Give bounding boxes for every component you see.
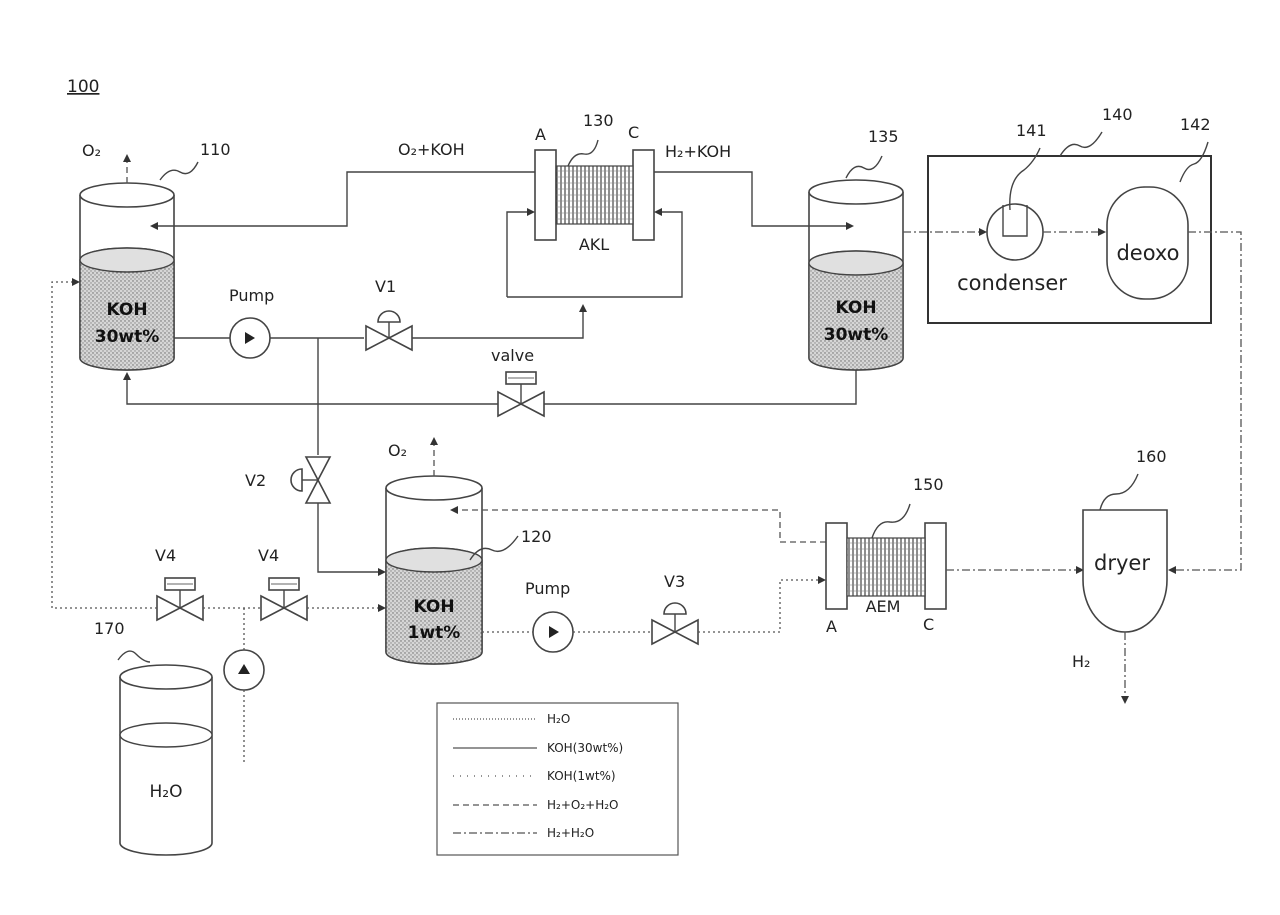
tank-120-line1: KOH	[413, 597, 454, 617]
pump-2	[533, 612, 573, 652]
ref-135: 135	[868, 127, 899, 146]
cathode-label-130: C	[628, 123, 639, 142]
o2-label-tank1: O₂	[82, 141, 101, 160]
deoxo-label: deoxo	[1116, 241, 1179, 265]
ref-110: 110	[200, 140, 231, 159]
ref-120: 120	[521, 527, 552, 546]
v2-label: V2	[245, 471, 266, 490]
pump-1-label: Pump	[229, 286, 274, 305]
cathode-label-150: C	[923, 615, 934, 634]
h2-out-label: H₂	[1072, 652, 1090, 671]
legend-label-h2-h2o: H₂+H₂O	[547, 826, 594, 840]
h2-koh-label: H₂+KOH	[665, 142, 731, 161]
tank-110-line2: 30wt%	[95, 327, 160, 347]
pump-2-label: Pump	[525, 579, 570, 598]
ref-140: 140	[1102, 105, 1133, 124]
akl-label: AKL	[579, 235, 609, 254]
v3-label: V3	[664, 572, 685, 591]
aem-label: AEM	[866, 597, 901, 616]
valve-v4-right	[261, 578, 307, 620]
anode-label-130: A	[535, 125, 546, 144]
water-tank-170	[120, 665, 212, 855]
legend: H₂O KOH(30wt%) KOH(1wt%) H₂+O₂+H₂O H₂+H₂…	[437, 703, 678, 855]
tank-110: KOH 30wt%	[80, 183, 174, 370]
o2-koh-label: O₂+KOH	[398, 140, 465, 159]
tank-135-line1: KOH	[835, 298, 876, 318]
tank-110-line1: KOH	[106, 300, 147, 320]
anode-label-150: A	[826, 617, 837, 636]
tank-135-line2: 30wt%	[824, 325, 889, 345]
water-label: H₂O	[150, 782, 183, 802]
valve-bottom	[498, 372, 544, 416]
valve-v3	[652, 603, 698, 644]
ref-142: 142	[1180, 115, 1211, 134]
legend-label-h2-o2-h2o: H₂+O₂+H₂O	[547, 798, 618, 812]
ref-141: 141	[1016, 121, 1047, 140]
o2-label-tank2: O₂	[388, 441, 407, 460]
stack-130-akl	[535, 150, 654, 240]
tank-120: KOH 1wt%	[386, 476, 482, 664]
legend-label-koh30: KOH(30wt%)	[547, 741, 623, 755]
tank-120-line2: 1wt%	[408, 623, 461, 643]
condenser-label: condenser	[957, 271, 1067, 295]
dryer-label: dryer	[1094, 551, 1150, 575]
legend-label-h2o: H₂O	[547, 712, 570, 726]
ref-160: 160	[1136, 447, 1167, 466]
pump-1	[230, 318, 270, 358]
ref-150: 150	[913, 475, 944, 494]
tank-135: KOH 30wt%	[809, 180, 903, 370]
condenser-141	[987, 204, 1043, 260]
v4-left-label: V4	[155, 546, 176, 565]
v1-label: V1	[375, 277, 396, 296]
water-pump	[224, 650, 264, 690]
valve-label: valve	[491, 346, 534, 365]
ref-170: 170	[94, 619, 125, 638]
legend-label-koh1: KOH(1wt%)	[547, 769, 616, 783]
valve-v2	[291, 457, 330, 503]
valve-v1	[366, 311, 412, 350]
ref-130: 130	[583, 111, 614, 130]
v4-right-label: V4	[258, 546, 279, 565]
valve-v4-left	[157, 578, 203, 620]
figure-number: 100	[67, 77, 99, 97]
